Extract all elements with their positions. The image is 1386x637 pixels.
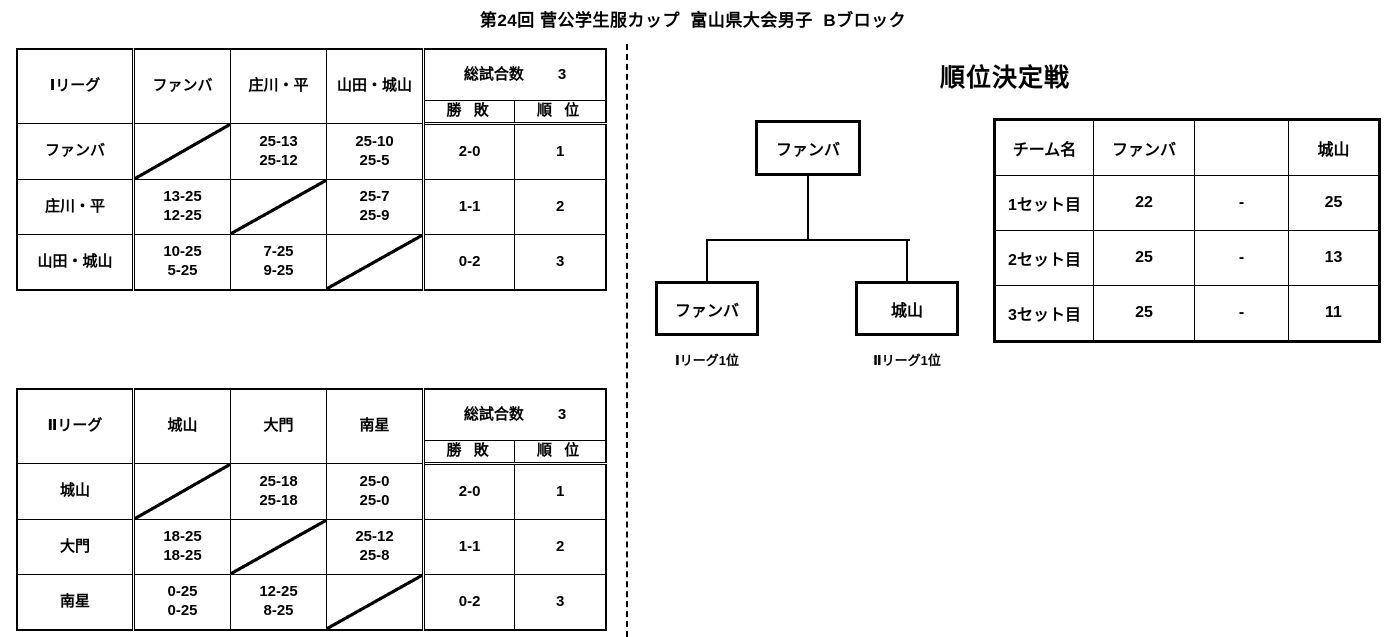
league-2-row-1-team: 大門 [16,519,135,575]
league-1-row-1-cell-1 [230,179,327,235]
league-1-row-2-cell-1: 7-25 9-25 [230,234,327,291]
league-1-total-matches: 総試合数 3 [423,48,607,101]
league-2-row-2-rank: 3 [514,574,607,631]
result-row-2-score-a: 25 [1093,285,1195,342]
table-row: 山田・城山 10-25 5-25 7-25 9-25 0-2 3 [16,234,607,291]
result-row-0-score-b: 25 [1288,175,1380,231]
result-header-separator [1194,119,1289,176]
result-row-0-separator: - [1194,175,1289,231]
league-1-row-1-wl: 1-1 [422,179,516,235]
result-row-1-score-b: 13 [1288,230,1380,286]
table-subheader-row: 勝 敗 順 位 [17,440,607,465]
result-row-1-separator: - [1194,230,1289,286]
result-row-2-separator: - [1194,285,1289,342]
league-1-opp-header-2: 山田・城山 [326,48,425,124]
league-1-row-2-cell-0: 10-25 5-25 [133,234,231,291]
result-row-0-score-a: 22 [1093,175,1195,231]
league-1-opp-header-0: ファンバ [133,48,231,124]
league-2-row-2-cell-1: 12-25 8-25 [230,574,327,631]
league-2-total-value: 3 [557,405,567,423]
bracket-right-caption: Ⅱリーグ1位 [873,353,941,368]
table-header-row: Ⅱリーグ 城山 大門 南星 総試合数 3 [16,388,607,464]
bracket-left-caption: Ⅰリーグ1位 [674,353,740,368]
table-row: 城山 25-18 25-18 25-0 25-0 2-0 1 [16,463,607,520]
table-row: ファンバ 25-13 25-12 25-10 25-5 2-0 1 [16,123,607,180]
league-2-total-label: 総試合数 [463,405,524,423]
league-2-row-0-team: 城山 [16,463,135,520]
bracket-left-team-box: ファンバ [655,281,759,336]
league-1-row-1-cell-2: 25-7 25-9 [326,179,425,235]
table-row: 庄川・平 13-25 12-25 25-7 25-9 1-1 2 [16,179,607,235]
league-2-row-2-team: 南星 [16,574,135,631]
league-2-wl-header: 勝 敗 [422,440,516,465]
league-1-wl-header: 勝 敗 [422,100,516,125]
league-2-rank-header: 順 位 [514,440,607,465]
bracket-connector-right [906,239,908,282]
league-2-row-1-cell-0: 18-25 18-25 [133,519,231,575]
league-1-name: Ⅰリーグ [16,48,135,124]
league-1-row-0-cell-2: 25-10 25-5 [326,123,425,180]
playoff-heading: 順位決定戦 [940,64,1071,92]
league-1-row-0-rank: 1 [514,123,607,180]
playoff-result-table: チーム名 ファンバ 城山 1セット目 22 - 25 2セット目 25 - 13… [993,118,1381,343]
table-row: 南星 0-25 0-25 12-25 8-25 0-2 3 [16,574,607,631]
table-header-row: チーム名 ファンバ 城山 [994,119,1380,176]
result-row-2-label: 3セット目 [994,285,1094,342]
league-2-row-1-wl: 1-1 [422,519,516,575]
table-row: 3セット目 25 - 11 [994,285,1380,342]
result-row-1-label: 2セット目 [994,230,1094,286]
table-subheader-row: 勝 敗 順 位 [17,100,607,125]
league-2-name: Ⅱリーグ [16,388,135,464]
league-2-row-2-cell-2 [326,574,425,631]
league-1-row-1-team: 庄川・平 [16,179,135,235]
result-row-1-score-a: 25 [1093,230,1195,286]
vertical-dashed-divider [626,44,628,637]
league-1-row-0-team: ファンバ [16,123,135,180]
result-row-2-score-b: 11 [1288,285,1380,342]
table-row: 2セット目 25 - 13 [994,230,1380,286]
league-2-row-1-rank: 2 [514,519,607,575]
league-1-row-1-cell-0: 13-25 12-25 [133,179,231,235]
league-2-row-0-cell-1: 25-18 25-18 [230,463,327,520]
league-2-table: Ⅱリーグ 城山 大門 南星 総試合数 3 勝 敗 順 位 城山 25-18 25-… [16,388,607,631]
league-1-row-2-team: 山田・城山 [16,234,135,291]
league-2-row-0-wl: 2-0 [422,463,516,520]
result-row-0-label: 1セット目 [994,175,1094,231]
league-2-row-1-cell-2: 25-12 25-8 [326,519,425,575]
league-1-row-0-cell-0 [133,123,231,180]
league-1-row-2-cell-2 [326,234,425,291]
league-2-row-2-wl: 0-2 [422,574,516,631]
result-header-label: チーム名 [994,119,1094,176]
league-1-total-value: 3 [557,65,567,83]
bracket-connector-left [706,239,708,282]
league-2-row-0-rank: 1 [514,463,607,520]
table-row: 大門 18-25 18-25 25-12 25-8 1-1 2 [16,519,607,575]
league-2-row-0-cell-2: 25-0 25-0 [326,463,425,520]
league-1-row-0-cell-1: 25-13 25-12 [230,123,327,180]
league-2-opp-header-2: 南星 [326,388,425,464]
league-2-row-0-cell-0 [133,463,231,520]
league-1-total-label: 総試合数 [463,65,524,83]
league-1-table: Ⅰリーグ ファンバ 庄川・平 山田・城山 総試合数 3 勝 敗 順 位 ファンバ … [16,48,607,291]
league-2-opp-header-1: 大門 [230,388,327,464]
league-2-row-2-cell-0: 0-25 0-25 [133,574,231,631]
league-2-total-matches: 総試合数 3 [423,388,607,441]
result-header-team-a: ファンバ [1093,119,1195,176]
bracket-right-team-box: 城山 [855,281,959,336]
result-header-team-b: 城山 [1288,119,1380,176]
league-1-row-2-wl: 0-2 [422,234,516,291]
league-1-row-2-rank: 3 [514,234,607,291]
bracket-winner-box: ファンバ [755,120,861,176]
league-2-opp-header-0: 城山 [133,388,231,464]
bracket-connector-crossbar [706,239,910,241]
league-1-rank-header: 順 位 [514,100,607,125]
league-1-opp-header-1: 庄川・平 [230,48,327,124]
league-1-row-0-wl: 2-0 [422,123,516,180]
table-row: 1セット目 22 - 25 [994,175,1380,231]
bracket-connector-stem [807,176,809,240]
page-title: 第24回 菅公学生服カップ 富山県大会男子 Bブロック [479,11,907,30]
league-2-row-1-cell-1 [230,519,327,575]
league-1-row-1-rank: 2 [514,179,607,235]
table-header-row: Ⅰリーグ ファンバ 庄川・平 山田・城山 総試合数 3 [16,48,607,124]
